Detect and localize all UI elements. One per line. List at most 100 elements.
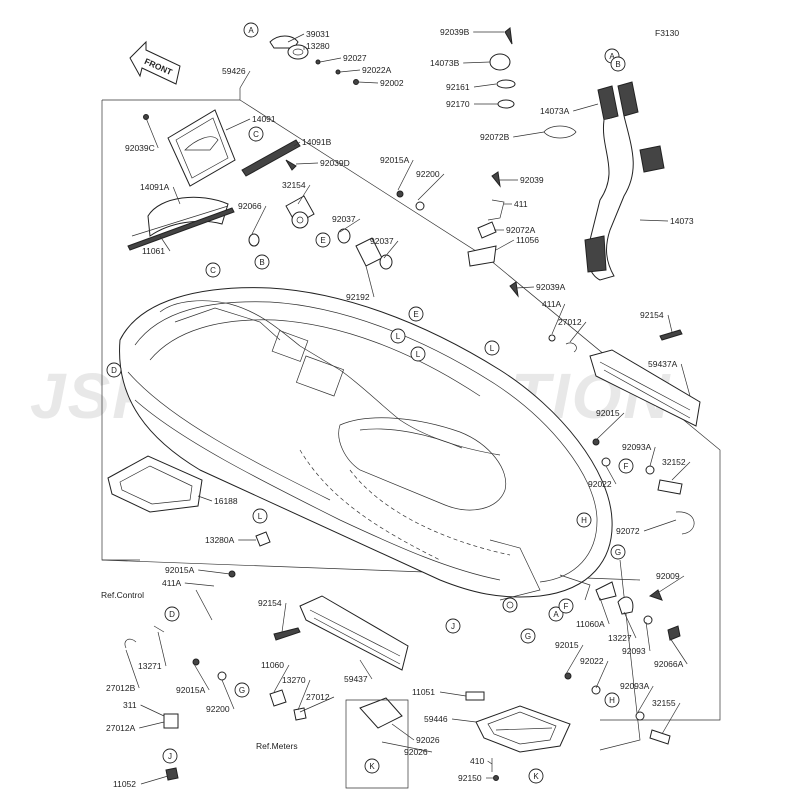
bolt-92015a bbox=[396, 190, 404, 198]
callout-g-circle bbox=[610, 544, 626, 560]
leader-line bbox=[365, 265, 375, 298]
cable-ref-control bbox=[195, 589, 213, 621]
part-number-92026: 92026 bbox=[416, 735, 440, 745]
leader-line bbox=[383, 240, 399, 259]
callout-c-circle bbox=[248, 126, 264, 142]
fitting-32152 bbox=[657, 479, 683, 495]
part-number-14091b: 14091B bbox=[302, 137, 332, 147]
callout-k: K bbox=[369, 762, 375, 771]
leader-line bbox=[551, 303, 566, 335]
leader-line bbox=[649, 446, 656, 467]
part-number-92027: 92027 bbox=[343, 53, 367, 63]
plate-59446 bbox=[475, 705, 571, 753]
part-number-92015: 92015 bbox=[596, 408, 620, 418]
leader-line bbox=[251, 205, 267, 235]
washer-92093a bbox=[645, 465, 655, 475]
fitting-32155 bbox=[649, 729, 671, 745]
tray-16188 bbox=[107, 455, 203, 513]
bolt-92009 bbox=[648, 589, 663, 601]
part-number-59437: 59437 bbox=[344, 674, 368, 684]
callout-h: H bbox=[609, 696, 615, 705]
leader-line bbox=[197, 495, 213, 502]
leader-line bbox=[357, 81, 379, 84]
callout-e-circle bbox=[315, 232, 331, 248]
part-number-92192: 92192 bbox=[346, 292, 370, 302]
strip-14091b bbox=[241, 139, 301, 177]
leader-line bbox=[671, 461, 691, 481]
callout-g-circle bbox=[234, 682, 250, 698]
part-number-13227: 13227 bbox=[608, 633, 632, 643]
callout-l: L bbox=[396, 332, 401, 341]
leader-line bbox=[297, 679, 311, 711]
leader-line bbox=[637, 685, 654, 713]
clip-92039d bbox=[285, 159, 297, 171]
clip-411a bbox=[548, 334, 556, 342]
leader-line bbox=[125, 649, 140, 689]
leader-line bbox=[513, 131, 545, 138]
plug-92066a bbox=[667, 625, 681, 641]
clip-27012b bbox=[124, 638, 137, 649]
callout-f-circle bbox=[618, 458, 634, 474]
callout-a: A bbox=[609, 52, 615, 61]
ref-control-label: Ref.Control bbox=[101, 590, 144, 600]
callout-d-circle bbox=[106, 362, 122, 378]
clamp-92037a bbox=[337, 228, 351, 244]
leader-line bbox=[595, 412, 625, 441]
callout-l-circle bbox=[410, 346, 426, 362]
part-number-14073: 14073 bbox=[670, 216, 694, 226]
callout-g: G bbox=[525, 632, 531, 641]
part-number-27012: 27012 bbox=[306, 692, 330, 702]
washer-92200b bbox=[217, 671, 227, 681]
callout-l-circle bbox=[390, 328, 406, 344]
leader-line bbox=[515, 286, 535, 289]
leader-line bbox=[293, 141, 301, 147]
bolt-92154 bbox=[659, 329, 683, 341]
leader-line bbox=[297, 184, 311, 205]
part-number-92072: 92072 bbox=[616, 526, 640, 536]
part-number-11051: 11051 bbox=[412, 687, 435, 697]
part-number-411: 411 bbox=[514, 199, 528, 209]
part-number-410: 410 bbox=[470, 756, 484, 766]
part-number-59446: 59446 bbox=[424, 714, 448, 724]
callout-g: G bbox=[239, 686, 245, 695]
hatch-14091 bbox=[143, 109, 236, 187]
callout-f: F bbox=[564, 602, 569, 611]
bolt-92015a-c bbox=[192, 658, 200, 666]
leader-line bbox=[157, 631, 167, 667]
part-number-13270: 13270 bbox=[282, 675, 306, 685]
cap-39031 bbox=[269, 35, 359, 85]
callout-j-circle bbox=[162, 748, 178, 764]
hose-assembly-14073 bbox=[489, 27, 665, 281]
callout-d-circle bbox=[164, 606, 180, 622]
clip-13280a bbox=[255, 531, 271, 547]
part-number-11061: 11061 bbox=[142, 246, 165, 256]
part-number-411a: 411A bbox=[542, 299, 562, 309]
leader-line bbox=[225, 118, 251, 131]
leader-line bbox=[573, 103, 599, 112]
leader-line bbox=[145, 117, 159, 149]
callout-k-circle bbox=[364, 758, 380, 774]
leader-line bbox=[140, 775, 169, 785]
callout-j: J bbox=[451, 622, 455, 631]
callout-b-circle bbox=[610, 56, 626, 72]
callout-h-circle bbox=[604, 692, 620, 708]
leader-line bbox=[339, 218, 361, 233]
cover-11060a bbox=[595, 581, 617, 601]
clip-11052 bbox=[165, 767, 179, 781]
diagram-code: F3130 bbox=[655, 28, 679, 38]
bracket-32154 bbox=[285, 195, 315, 229]
part-number-92170: 92170 bbox=[446, 99, 470, 109]
leader-line bbox=[295, 162, 319, 165]
leader-line bbox=[417, 173, 445, 201]
leader-line bbox=[487, 760, 493, 765]
part-number-39031: 39031 bbox=[306, 29, 330, 39]
part-number-92015a: 92015A bbox=[165, 565, 195, 575]
leader-line bbox=[391, 723, 415, 741]
part-number-11060: 11060 bbox=[261, 660, 284, 670]
leader-line bbox=[595, 660, 609, 689]
callout-e: E bbox=[320, 236, 325, 245]
clip-27012a bbox=[163, 713, 179, 729]
part-number-27012a: 27012A bbox=[106, 723, 136, 733]
bolt-92015b bbox=[564, 672, 572, 680]
